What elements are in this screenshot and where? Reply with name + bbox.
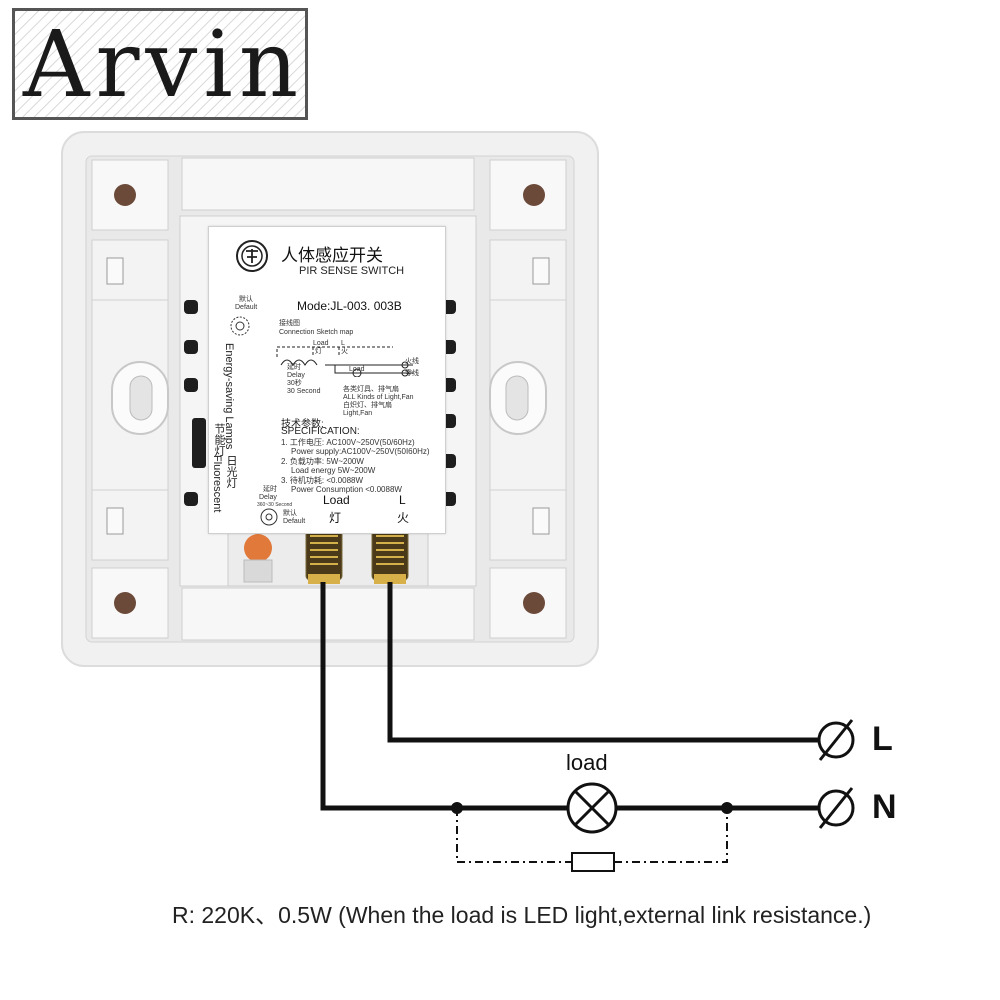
- spec1-en: Power supply:AC100V~250V(50I60Hz): [291, 447, 430, 456]
- mini-load-label: Load: [313, 340, 329, 347]
- neutral-wire-cn: 零线: [405, 370, 419, 377]
- logo-hatch: [15, 11, 305, 117]
- logo-text: Arvin: [23, 11, 305, 118]
- resistor-note-caption: R: 220K、0.5W (When the load is LED light…: [172, 902, 872, 928]
- default-cn: 默认: [239, 296, 253, 303]
- product-label: 人体感应开关 PIR SENSE SWITCH Mode:JL-003. 003…: [208, 226, 446, 534]
- model-number: Mode:JL-003. 003B: [297, 299, 402, 313]
- option2-cn: 白炽灯、排气扇: [343, 402, 392, 409]
- delay-bottom-cn: 延时: [263, 486, 277, 493]
- mini-l-label-cn: 火: [341, 348, 348, 355]
- label-title-cn: 人体感应开关: [281, 246, 383, 265]
- lamp-icon: [566, 782, 618, 834]
- resistor-branch-left: [456, 808, 572, 863]
- spec3-cn: 3. 待机功耗: <0.0088W: [281, 476, 364, 485]
- mini-l-label: L: [341, 340, 345, 347]
- mini-lamp-label: Load: [349, 366, 365, 373]
- option2-en: Light,Fan: [343, 410, 373, 417]
- delay-value-en: 30 Second: [287, 388, 321, 395]
- side-label2-en: Fluorescent: [211, 455, 223, 513]
- diagram-title-en: Connection Sketch map: [279, 329, 354, 336]
- delay-cn: 延时: [287, 364, 301, 371]
- default-en: Default: [235, 304, 258, 311]
- diagram-title-cn: 接线图: [279, 320, 300, 327]
- delay-bottom-en: Delay: [259, 494, 277, 501]
- label-title-en: PIR SENSE SWITCH: [299, 265, 405, 277]
- option1-cn: 各类灯具、排气扇: [343, 386, 399, 393]
- option1-en: ALL Kinds of Light,Fan: [343, 394, 414, 401]
- spec3-en: Power Consumption <0.0088W: [291, 485, 402, 494]
- live-wire-cn: 火线: [405, 358, 419, 365]
- side-label2-cn: 日光灯: [225, 455, 237, 488]
- mini-wiring-diagram: [276, 346, 413, 377]
- terminal-n-icon: [817, 787, 855, 829]
- terminal-n-letter: N: [872, 788, 897, 826]
- live-wire: [387, 582, 820, 743]
- load-wire: [320, 582, 568, 811]
- seconds-range: 360~30 Second: [257, 502, 293, 508]
- default-bottom-en: Default: [283, 518, 306, 525]
- delay-value-cn: 30秒: [287, 380, 302, 387]
- load-label: load: [566, 750, 608, 775]
- default-bottom-cn: 默认: [283, 510, 297, 517]
- spec2-en: Load energy 5W~200W: [291, 466, 376, 475]
- resistor-icon: [571, 852, 615, 872]
- spec1-cn: 1. 工作电压: AC100V~250V(50/60Hz): [281, 438, 415, 447]
- terminal-load-label-cn: 灯: [329, 511, 342, 525]
- terminal-l-letter: L: [872, 720, 893, 758]
- terminal-l-label: L: [399, 493, 406, 507]
- spec2-cn: 2. 负载功率: 5W~200W: [281, 457, 364, 466]
- certification-seal-icon: [236, 240, 268, 272]
- mini-load-label-cn: 灯: [315, 348, 322, 355]
- dial-icon: [230, 316, 250, 336]
- side-label-cn: 节能灯: [213, 423, 225, 456]
- terminal-load-label: Load: [323, 493, 350, 507]
- side-label-en: Energy-saving Lamps: [223, 343, 235, 450]
- delay-en: Delay: [287, 372, 305, 379]
- terminal-l-label-cn: 火: [397, 511, 410, 525]
- spec-title-cn: 技术参数:: [281, 419, 324, 430]
- resistor-branch-right: [614, 808, 728, 863]
- terminal-l-icon: [817, 719, 855, 761]
- spec-title-en: SPECIFICATION:: [281, 426, 360, 437]
- brand-logo: Arvin: [12, 8, 308, 120]
- delay-dial-icon: [260, 508, 278, 526]
